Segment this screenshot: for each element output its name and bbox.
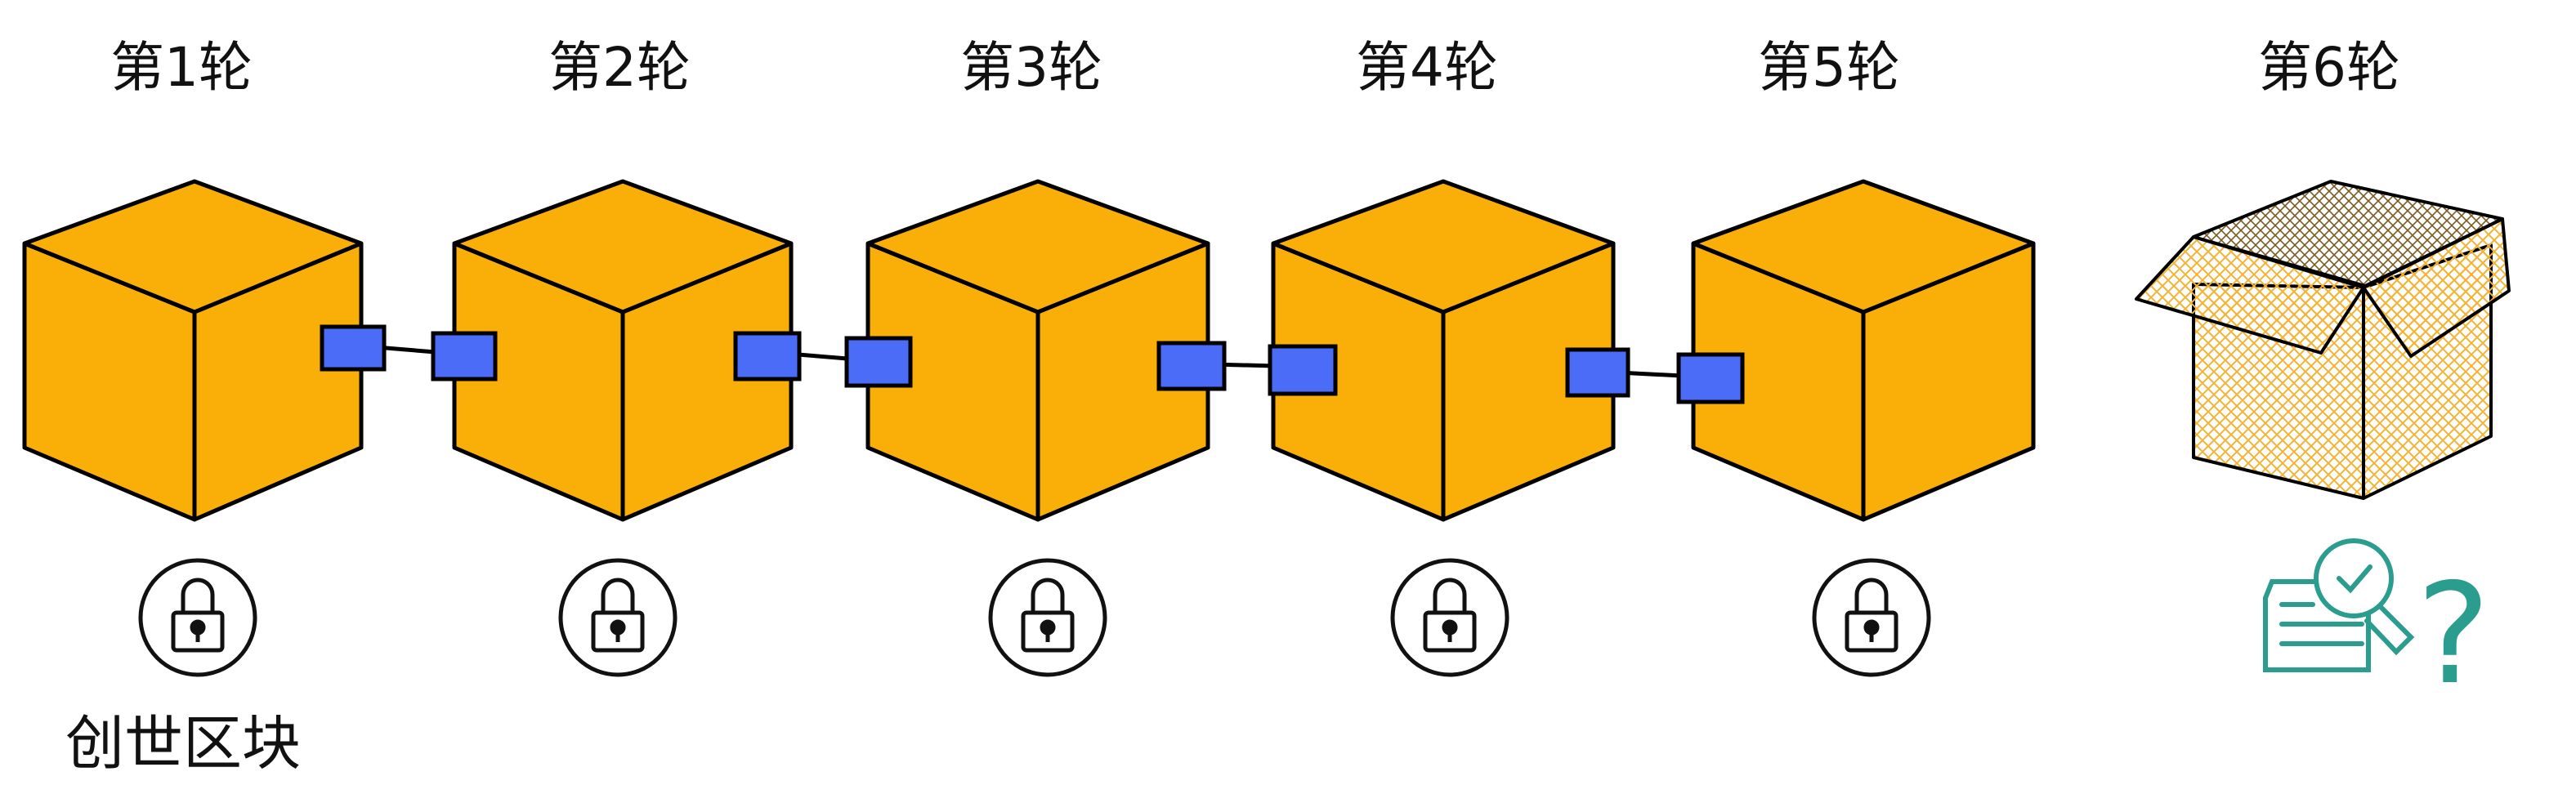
block-2 <box>452 179 794 522</box>
block-5 <box>1691 179 2036 522</box>
question-mark-icon: ? <box>2417 554 2490 716</box>
round-label-6: 第6轮 <box>2258 36 2400 99</box>
chain-link-2-3 <box>733 331 913 388</box>
block-4 <box>1271 179 1616 522</box>
round-label-1: 第1轮 <box>110 36 253 99</box>
lock-icon-2 <box>558 558 678 677</box>
document-search-check-icon <box>2263 538 2415 672</box>
open-box-icon <box>2135 180 2511 500</box>
lock-icon-3 <box>988 558 1107 677</box>
chain-link-3-4 <box>1156 341 1338 396</box>
block-1 <box>22 179 364 522</box>
lock-icon-5 <box>1812 558 1931 677</box>
round-label-4: 第4轮 <box>1356 36 1498 99</box>
round-label-2: 第2轮 <box>548 36 691 99</box>
round-label-5: 第5轮 <box>1758 36 1900 99</box>
lock-icon-4 <box>1390 558 1509 677</box>
genesis-block-label: 创世区块 <box>65 709 302 778</box>
svg-text:?: ? <box>2417 554 2490 716</box>
block-3 <box>865 179 1210 522</box>
chain-link-1-2 <box>320 324 498 381</box>
chain-link-4-5 <box>1565 347 1745 404</box>
round-label-3: 第3轮 <box>960 36 1102 99</box>
lock-icon-1 <box>138 558 257 677</box>
